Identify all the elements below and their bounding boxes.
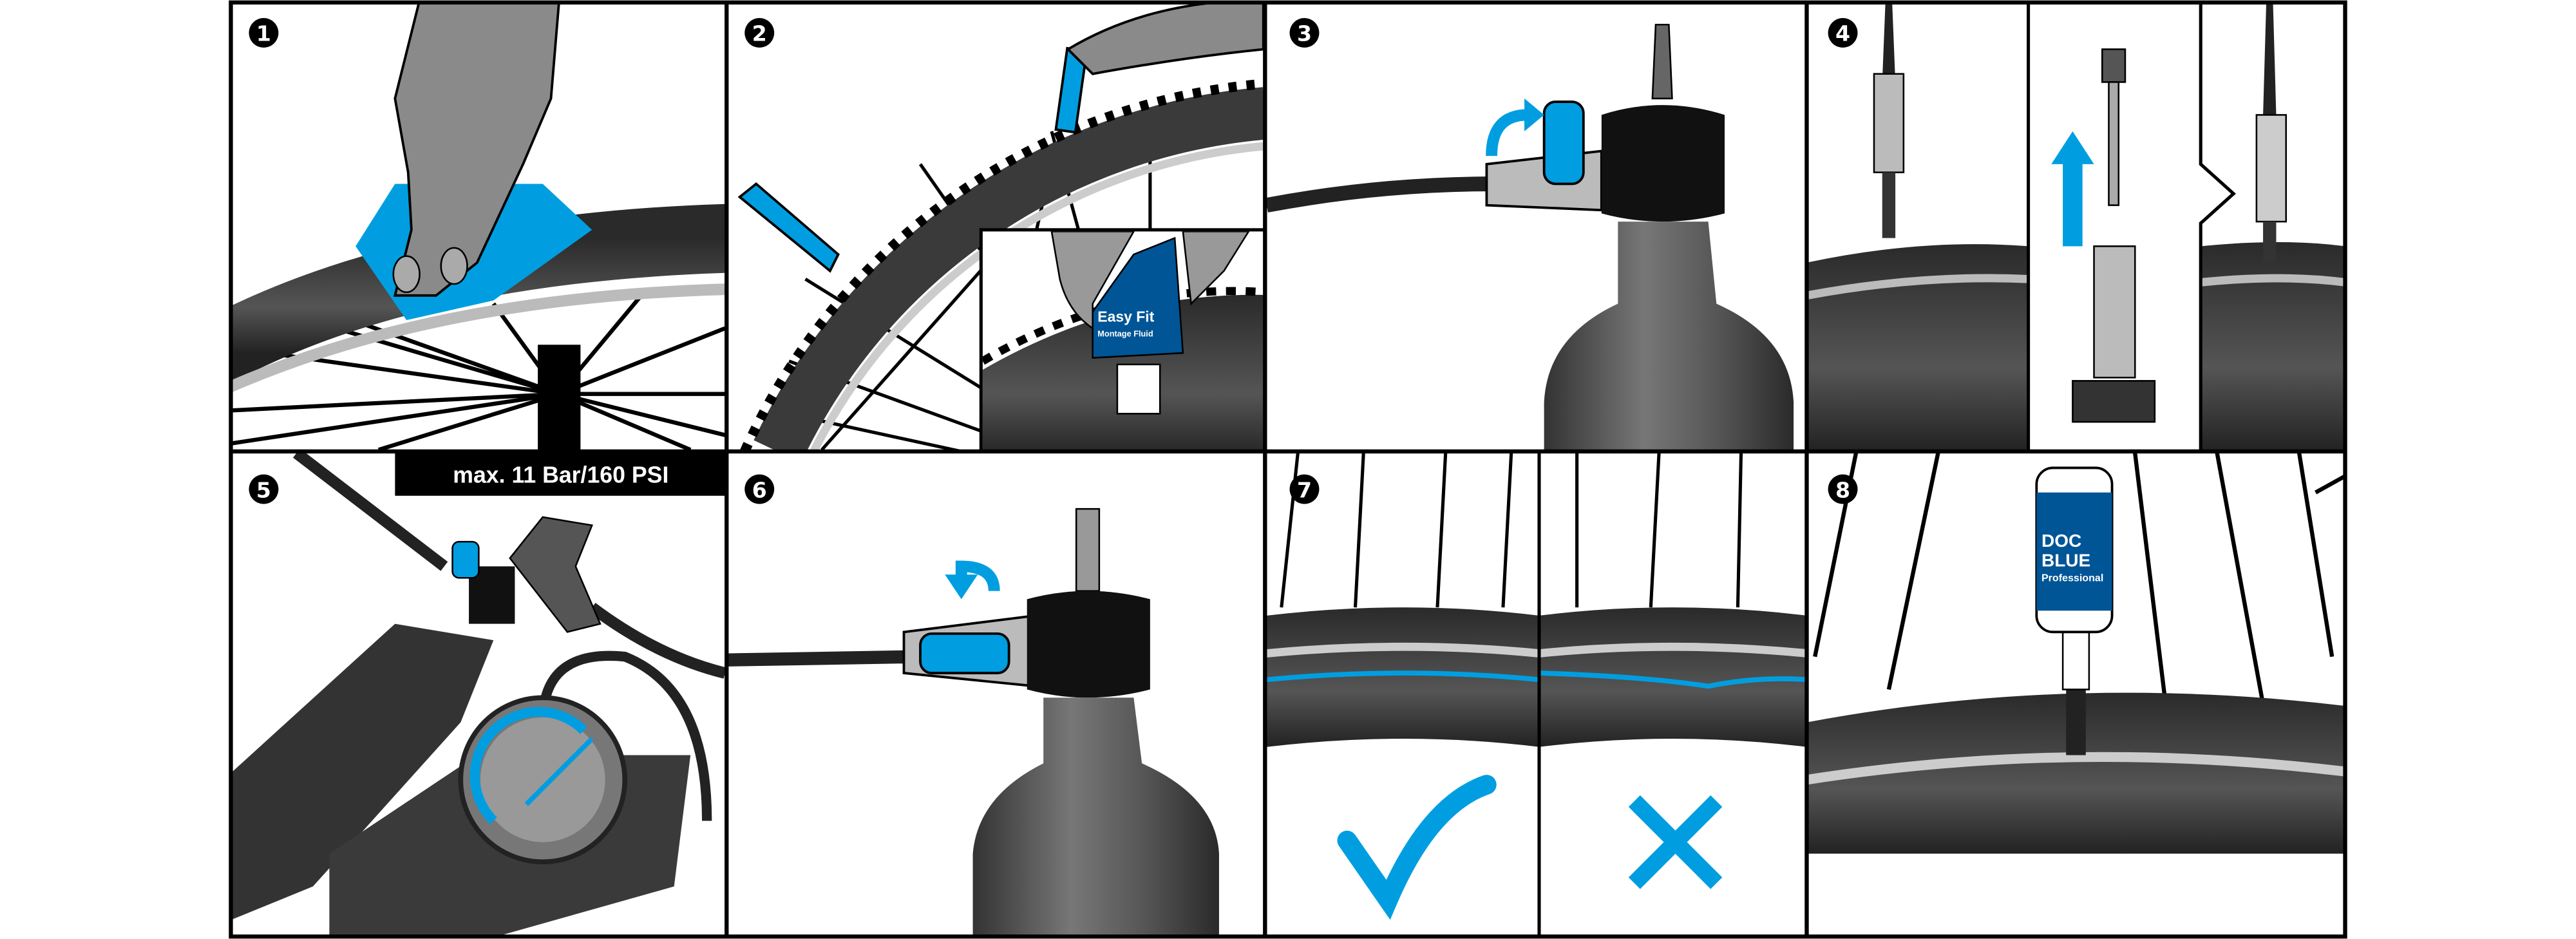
gauge-hose	[538, 650, 712, 821]
panel-step-3	[1266, 23, 1794, 450]
step-number-8: 8	[1828, 474, 1858, 504]
pump-connector-black	[1601, 105, 1725, 222]
gauge-needle	[524, 737, 594, 806]
valve-with-hose	[2263, 1, 2277, 115]
tire-bottle-body	[1544, 222, 1794, 450]
valve-core	[2108, 81, 2120, 206]
svg-text:7: 7	[1297, 477, 1312, 502]
pressure-label-box	[395, 453, 725, 496]
pump-lever-down	[919, 632, 1010, 674]
rim	[232, 283, 725, 392]
pump-lever-up	[1542, 100, 1585, 185]
panel-step-8: DOC BLUE Professional	[1808, 453, 2344, 854]
sealant-bottle-line3: Professional	[2041, 572, 2103, 583]
arrow-head	[1524, 98, 1544, 131]
pump-hose	[588, 602, 725, 679]
gauge-face	[480, 717, 605, 842]
cross-icon	[1628, 795, 1723, 889]
panel-step-4	[1808, 1, 2344, 450]
arrow-up-icon	[2051, 131, 2094, 247]
valve-adapter	[1873, 73, 1905, 173]
sealant-bottle-line2: BLUE	[2041, 550, 2090, 570]
bottle-valve	[1651, 23, 1673, 100]
panel-step-1	[232, 1, 725, 450]
svg-text:1: 1	[256, 21, 271, 46]
bead-line-correct	[1266, 670, 1540, 683]
pump-hose	[293, 453, 448, 571]
step-number-6: 6	[744, 474, 775, 504]
sealant-bottle-line1: DOC	[2041, 531, 2081, 551]
panel-step-2-inset: Easy Fit Montage Fluid	[979, 228, 1267, 453]
step-number-3: 3	[1289, 18, 1320, 48]
valve-stem	[2263, 222, 2277, 263]
arrow-down-left-icon	[955, 560, 1000, 592]
step-number-7: 7	[1289, 474, 1320, 504]
step-number-5: 5	[249, 474, 279, 504]
sealant-bottle-label	[2036, 492, 2112, 611]
step-number-2: 2	[744, 18, 775, 48]
step-number-1: 1	[249, 18, 279, 48]
hand	[393, 1, 560, 297]
bead-line-incorrect	[1539, 670, 1805, 689]
svg-text:3: 3	[1297, 21, 1312, 46]
tire	[1808, 692, 2344, 854]
subpanel-divider	[2199, 1, 2237, 450]
hand	[1066, 1, 1264, 75]
panel-step-2	[737, 1, 1264, 450]
fingernail	[440, 247, 468, 285]
svg-text:6: 6	[752, 477, 767, 502]
pump-lever	[451, 540, 480, 579]
pump-head	[509, 516, 601, 633]
rim	[1266, 642, 1540, 658]
rim	[2200, 274, 2344, 287]
pressure-label: max. 11 Bar/160 PSI	[453, 462, 668, 488]
valve-stem	[2066, 689, 2086, 755]
valve-with-hose	[1882, 1, 1896, 82]
gauge-scale	[469, 707, 587, 824]
svg-text:2: 2	[752, 21, 767, 46]
wheel-spokes	[1280, 453, 1743, 608]
arrow-head	[945, 574, 978, 600]
valve-nut	[2072, 380, 2156, 423]
svg-text:4: 4	[1835, 21, 1850, 46]
panel-step-5: max. 11 Bar/160 PSI	[232, 453, 725, 938]
hub	[538, 345, 581, 450]
arrow-up-right-icon	[1486, 109, 1528, 156]
tire-section-incorrect	[1539, 607, 1805, 747]
valve-core-tool	[2101, 48, 2126, 83]
fingernail	[392, 255, 421, 293]
tire	[1808, 244, 2029, 450]
rim	[1808, 752, 2344, 785]
tire-bottle-body	[972, 697, 1219, 938]
rim	[1539, 642, 1805, 658]
bottle-valve	[1075, 507, 1101, 592]
tire	[2201, 242, 2344, 450]
bottle-nozzle	[1116, 363, 1161, 415]
fluid-bottle	[1092, 236, 1184, 359]
svg-text:8: 8	[1835, 477, 1850, 502]
hand	[1050, 231, 1250, 330]
svg-text:5: 5	[256, 477, 271, 502]
valve-stem	[1882, 172, 1896, 238]
panel-grid	[229, 0, 2347, 939]
wheel-spokes	[232, 294, 725, 450]
tire	[753, 87, 1264, 450]
panel-step-7	[1266, 453, 1805, 938]
valve-adapter	[2255, 114, 2287, 223]
fluid-bottle-title: Easy Fit	[1097, 308, 1154, 325]
check-icon	[1337, 775, 1497, 920]
pump-hose	[728, 650, 921, 667]
rim	[1808, 274, 2029, 299]
bottle-nozzle	[2061, 623, 2090, 690]
pump-barrel	[232, 623, 494, 920]
tire-tread	[982, 287, 1264, 365]
step-number-4: 4	[1828, 18, 1858, 48]
pump-hose	[1266, 176, 1495, 213]
tire-lever-icon	[737, 182, 840, 273]
valve-body	[2093, 245, 2136, 379]
fluid-bottle-subtitle: Montage Fluid	[1097, 329, 1153, 339]
tire-section-correct	[1266, 607, 1539, 747]
pump-connector-black	[1027, 591, 1150, 698]
panel-step-6	[728, 507, 1219, 938]
